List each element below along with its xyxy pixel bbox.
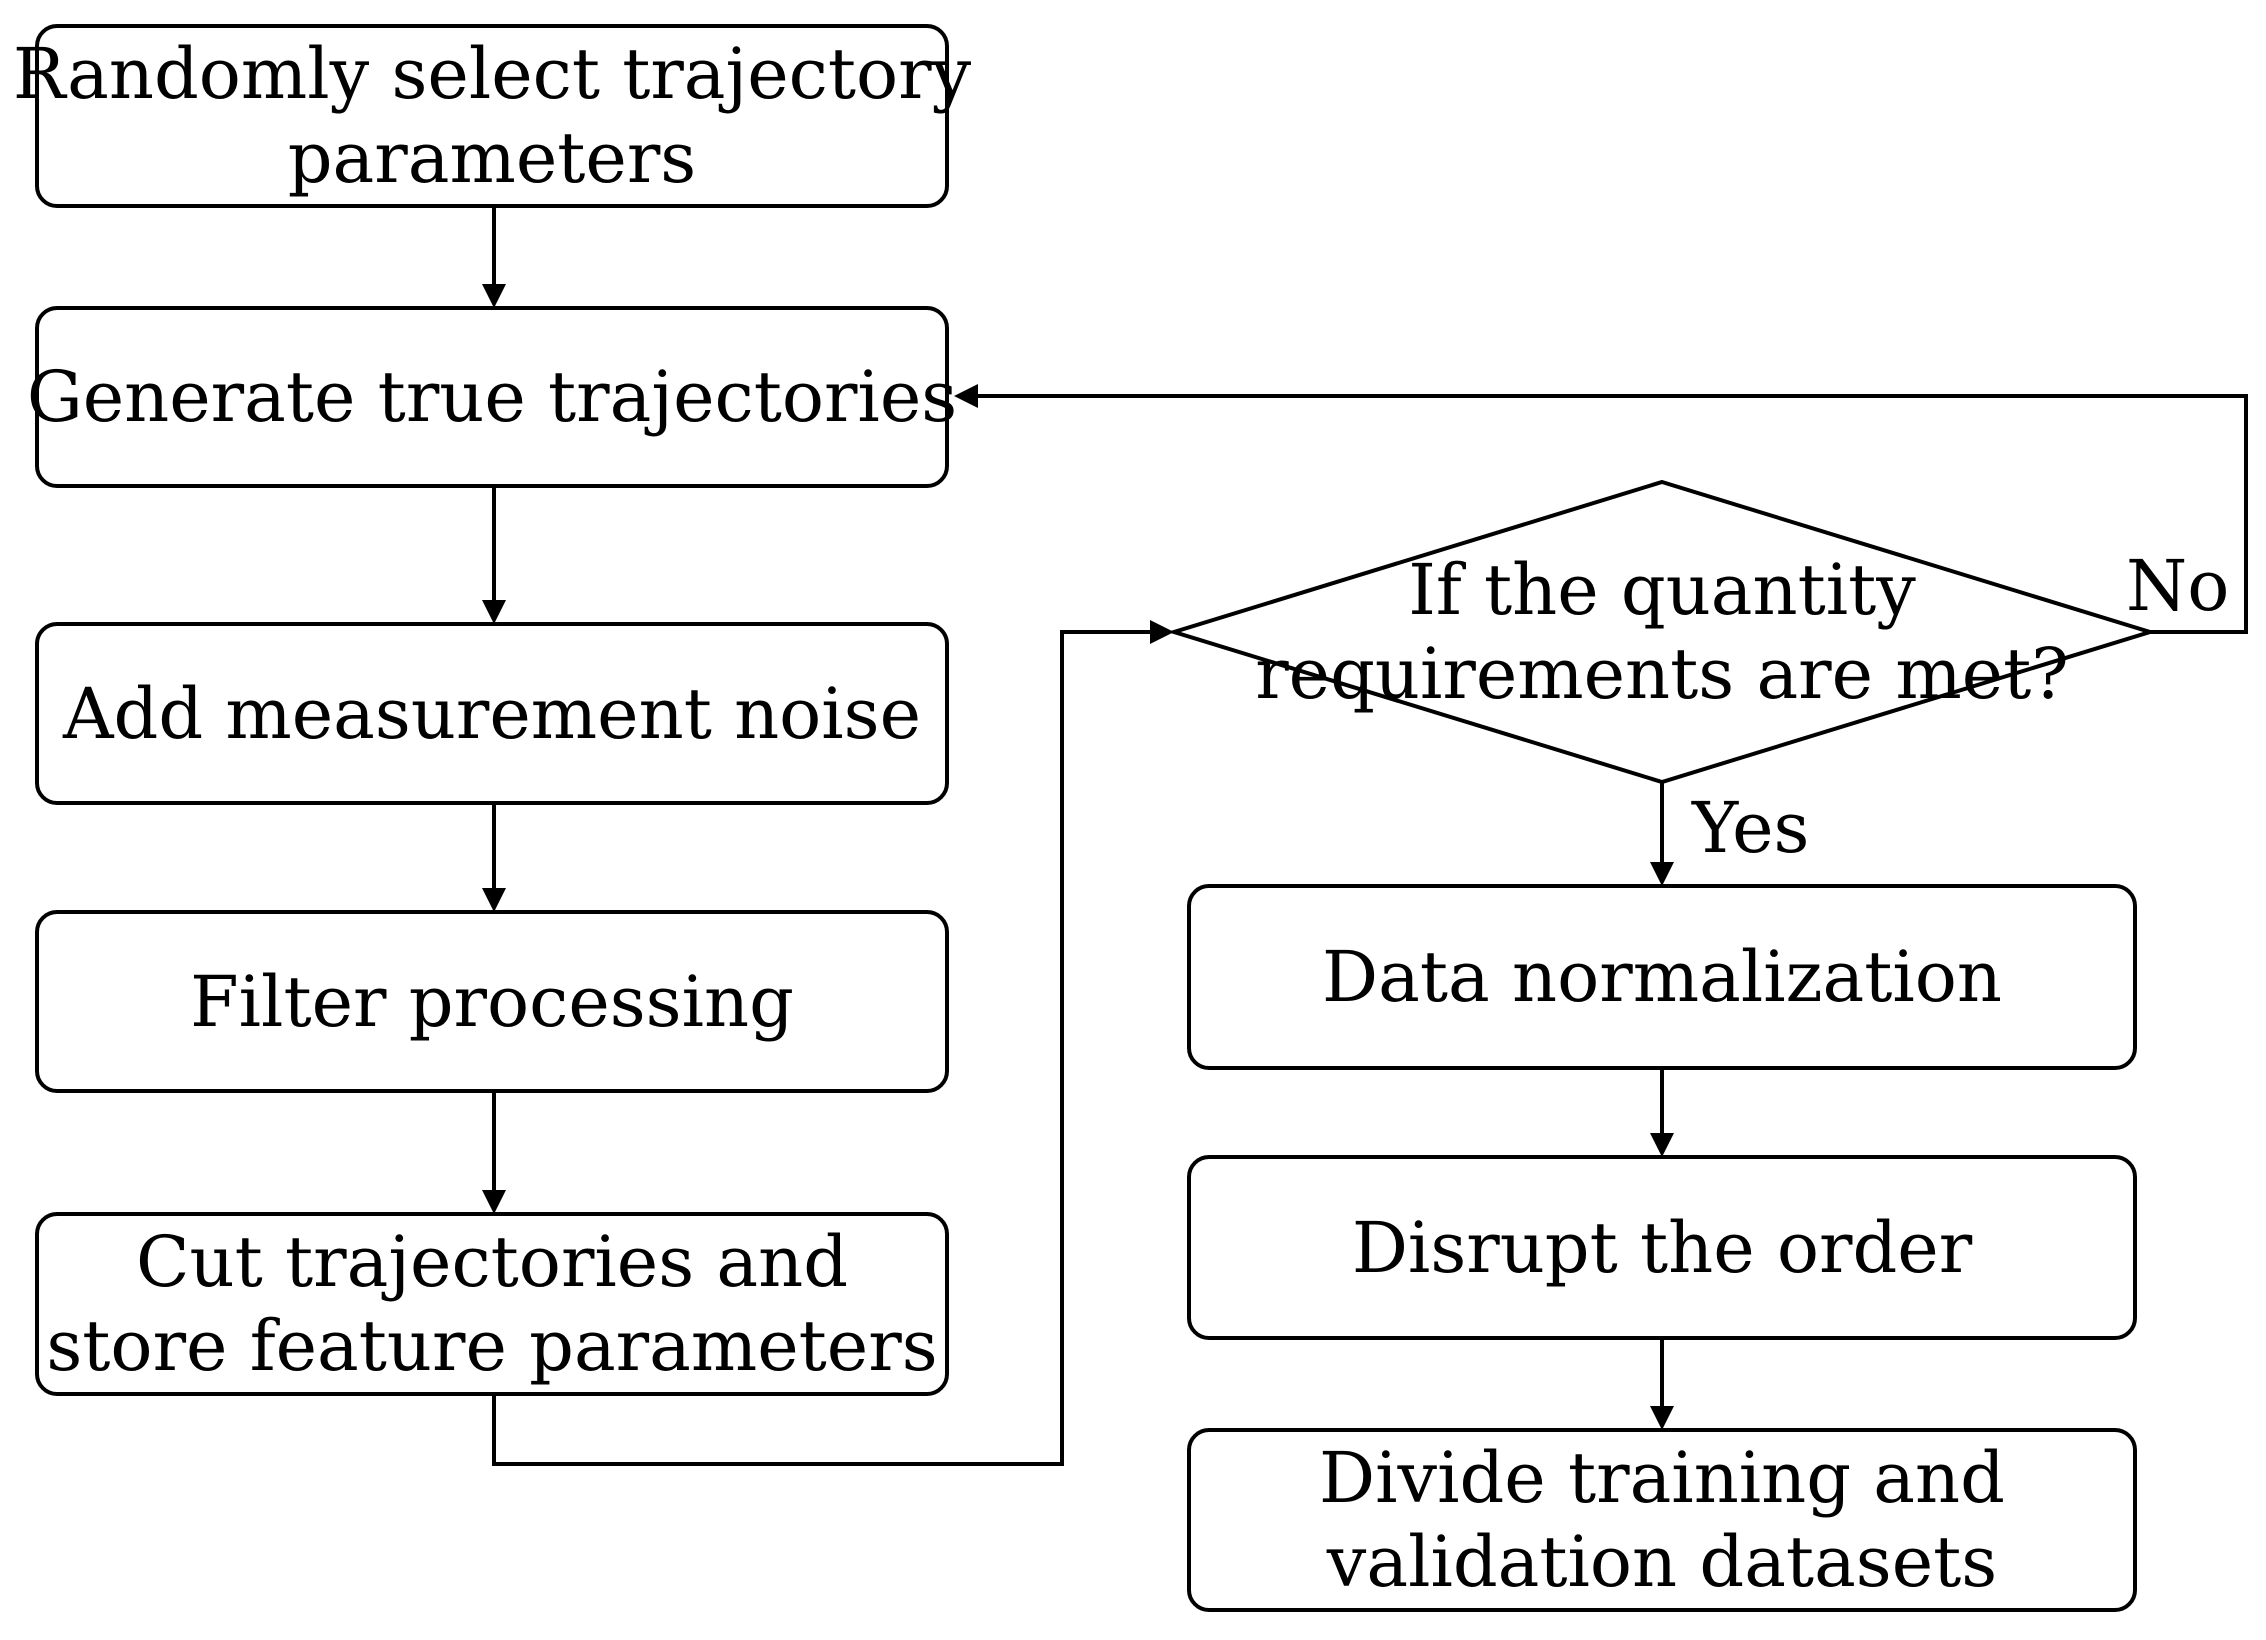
node-label-line1: Divide training and [1319,1437,2005,1519]
node-label: Disrupt the order [1351,1206,1973,1289]
node-cut-store: Cut trajectories and store feature param… [35,1212,949,1396]
node-label: Generate true trajectories [26,356,958,438]
node-data-normalization: Data normalization [1187,884,2137,1070]
edge-label-yes: Yes [1692,787,1810,869]
node-generate-trajectories: Generate true trajectories [27,306,957,488]
decision-diamond [1167,479,2157,785]
node-filter-processing: Filter processing [35,910,949,1093]
arrow-cut-to-decision [492,630,1166,1466]
node-label: Add measurement noise [62,672,922,755]
decision-label-line1: If the quantity [1408,549,1916,631]
arrowhead-icon [1150,620,1174,644]
node-disrupt-order: Disrupt the order [1187,1155,2137,1340]
arrowhead-icon [482,888,506,912]
node-add-noise: Add measurement noise [35,622,949,805]
node-divide-datasets: Divide training and validation datasets [1187,1428,2137,1612]
node-label-line2: parameters [287,117,697,199]
decision-label: If the quantity requirements are met? [1255,532,2069,732]
node-label-line2: store feature parameters [46,1305,938,1387]
node-label-line1: Cut trajectories and [135,1221,849,1303]
edge-label-no: No [2126,545,2230,627]
arrowhead-icon [1650,1406,1674,1430]
decision-label-line2: requirements are met? [1255,633,2069,715]
arrowhead-icon [954,384,978,408]
arrowhead-icon [1650,1133,1674,1157]
arrowhead-icon [482,284,506,308]
arrowhead-icon [1650,862,1674,886]
node-label: Data normalization [1322,936,2002,1018]
arrow-decision-no-loop [962,394,2248,634]
arrowhead-icon [482,600,506,624]
arrowhead-icon [482,1190,506,1214]
node-label-line1: Randomly select trajectory [12,33,972,115]
node-label-line2: validation datasets [1326,1521,1998,1603]
node-label: Filter processing [190,960,794,1043]
node-select-parameters: Randomly select trajectory parameters [13,24,971,208]
